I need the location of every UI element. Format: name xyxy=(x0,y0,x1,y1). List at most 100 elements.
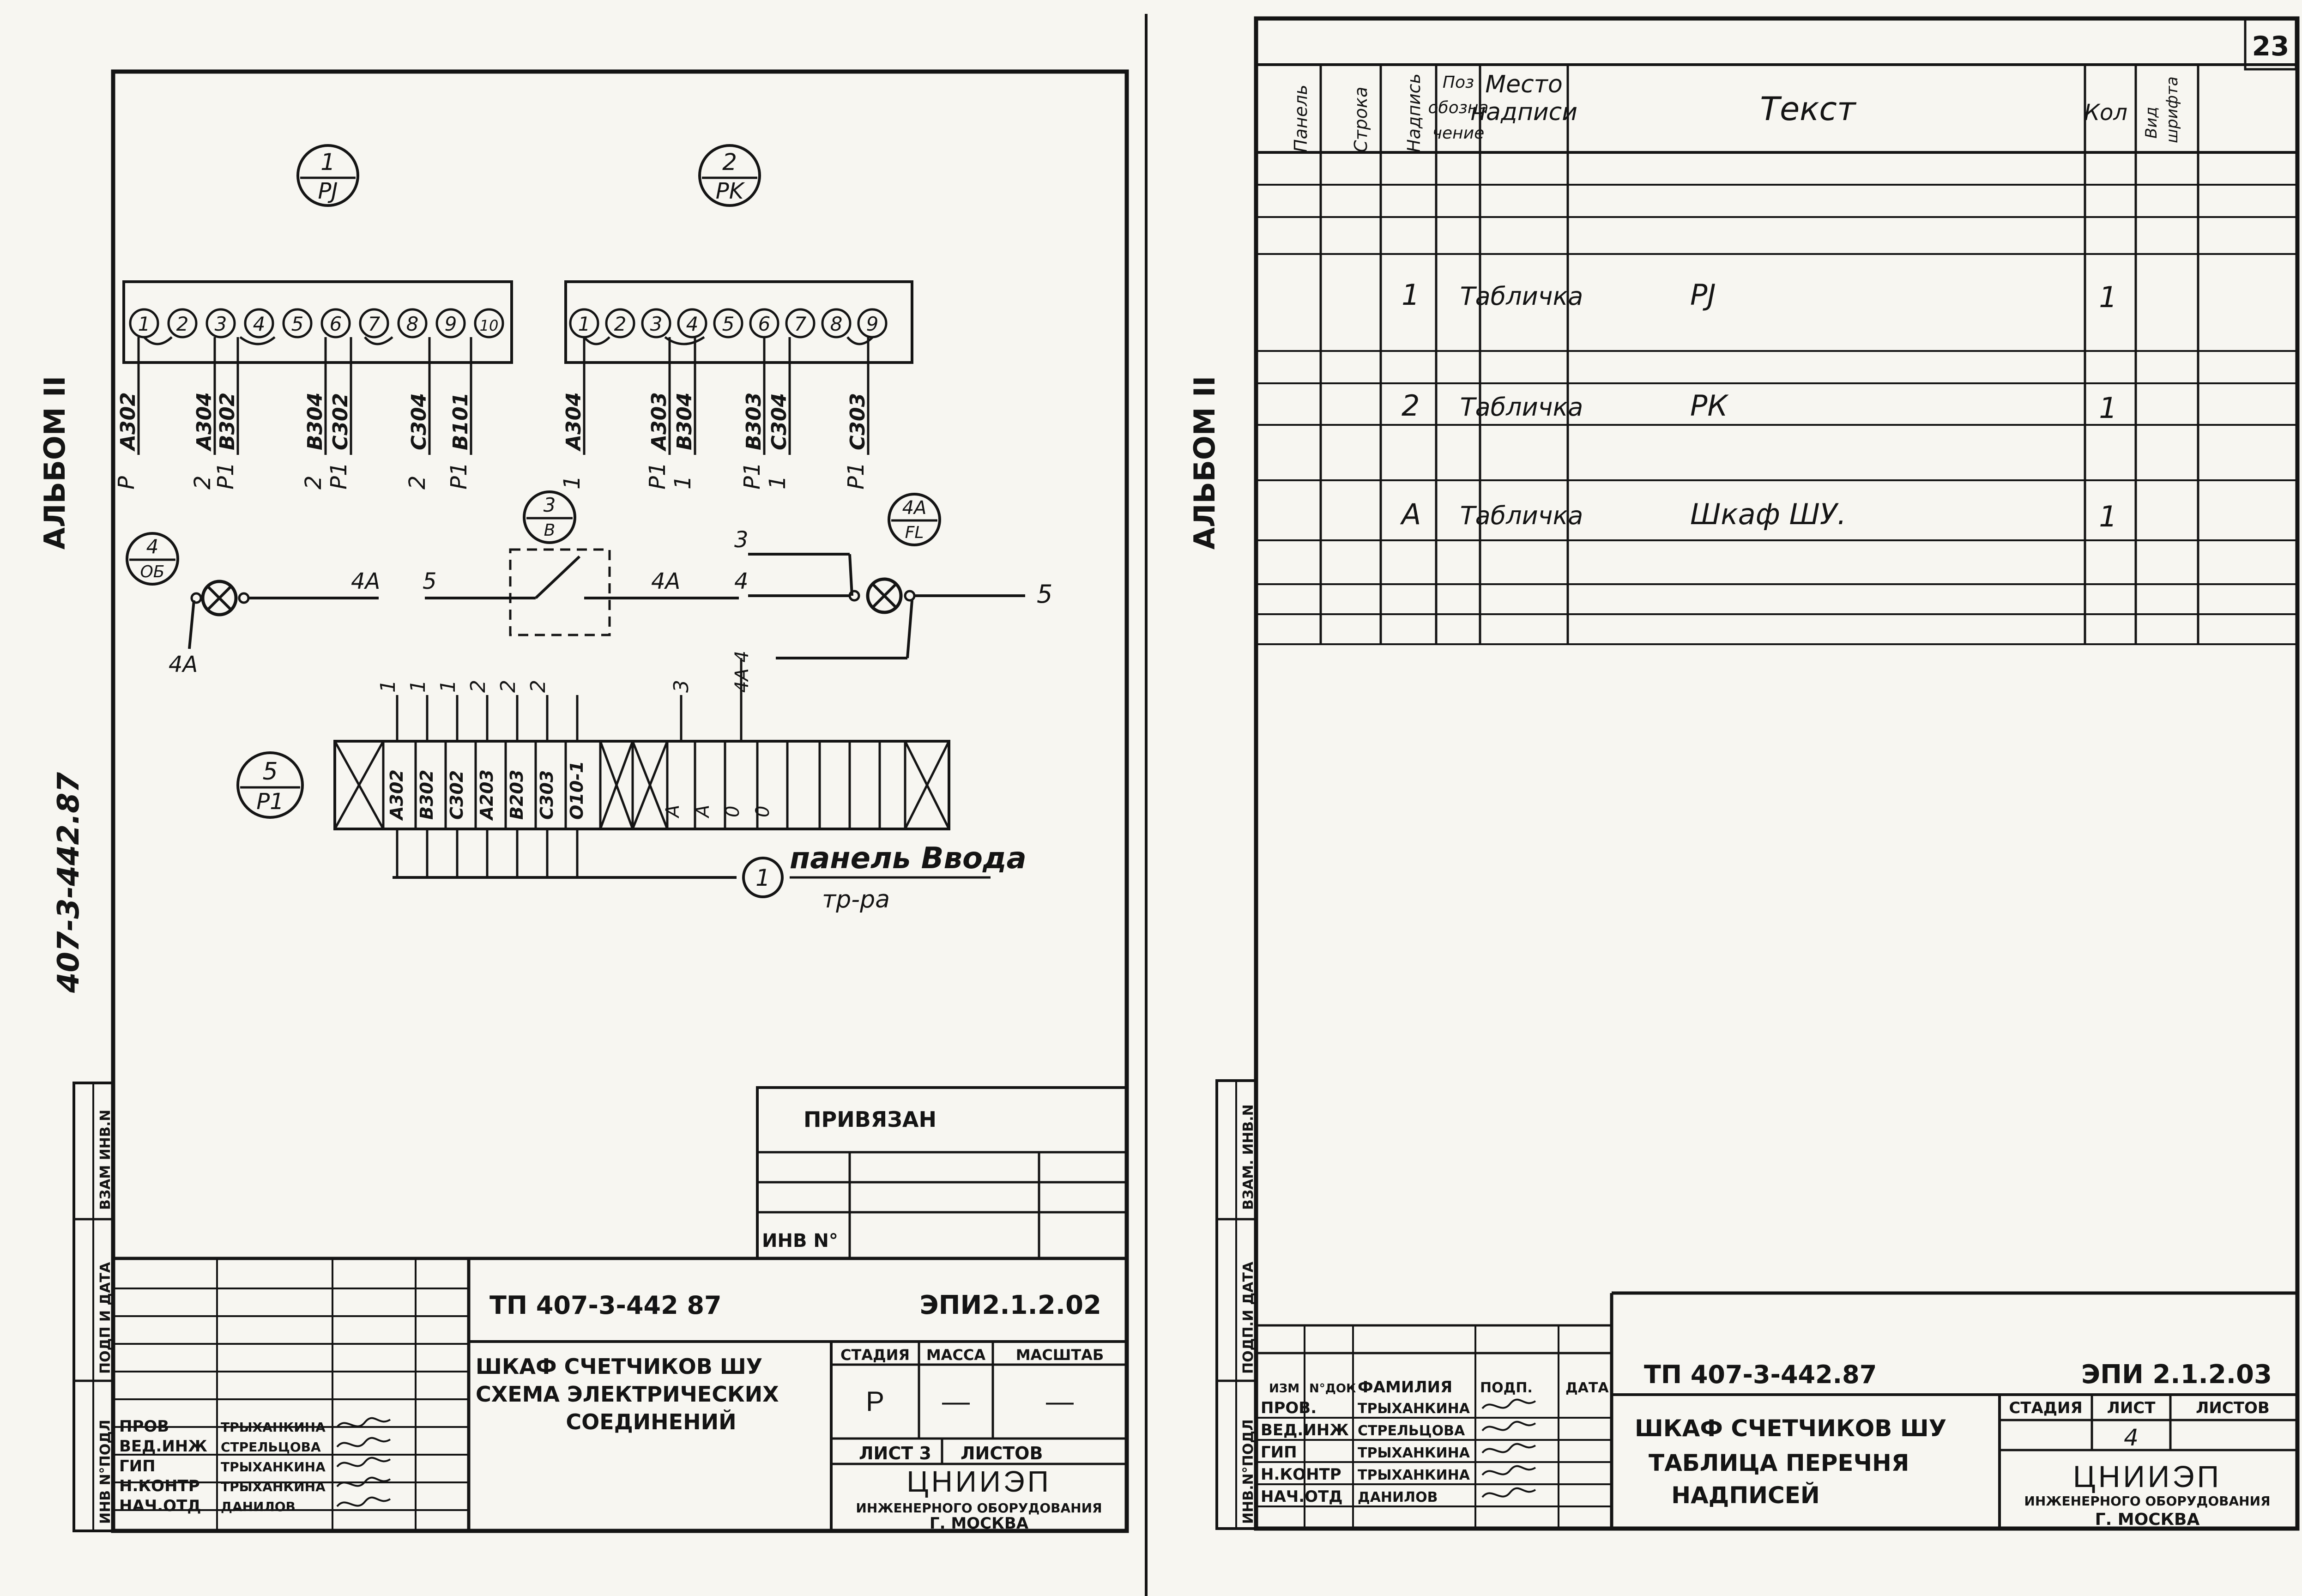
svg-text:—: — xyxy=(1046,1386,1074,1417)
block-a-wire-end: Р1 xyxy=(446,462,472,490)
signer-name: ТРЫХАНКИНА xyxy=(1358,1445,1470,1461)
svg-text:1: 1 xyxy=(2099,280,2117,314)
left-side-stamp: ВЗАМ ИНВ.N ПОДП И ДАТА ИНВ N°ПОДЛ xyxy=(73,1082,115,1532)
block-a-wire-end: Р xyxy=(114,476,139,490)
block-a-wire-label: С302 xyxy=(329,393,352,450)
block-a-terminal-num: 7 xyxy=(368,313,381,335)
strip-right-label: 0 xyxy=(722,806,743,817)
block-b-terminal xyxy=(821,308,852,339)
col-header-qty: Кол xyxy=(2084,100,2127,126)
block-b-wire-label: С304 xyxy=(767,393,791,450)
col-header-row: Строка xyxy=(1351,87,1371,152)
block-b-terminal-num: 5 xyxy=(722,313,735,335)
block-b-terminal-num: 7 xyxy=(794,313,807,335)
marker-5-p1: 5 P1 xyxy=(236,751,304,819)
svg-text:ИЗМ: ИЗМ xyxy=(1269,1382,1299,1396)
strip-terminal-label: А203 xyxy=(477,769,497,821)
left-album-label: АЛЬБОМ II xyxy=(38,376,72,550)
svg-text:4А: 4А xyxy=(651,568,680,594)
svg-text:ЛИСТ 3: ЛИСТ 3 xyxy=(859,1443,931,1463)
signer-role: НАЧ.ОТД xyxy=(119,1497,201,1515)
block-b-terminal-num: 9 xyxy=(866,313,879,335)
svg-text:P1: P1 xyxy=(256,789,284,815)
strip-terminal-label: С302 xyxy=(447,770,467,820)
svg-text:1: 1 xyxy=(1402,278,1420,312)
right-title-line1: ШКАФ СЧЕТЧИКОВ ШУ xyxy=(1635,1415,1946,1442)
privyazan-block: ПРИВЯЗАН ИНВ N° xyxy=(756,1086,1128,1260)
svg-text:ОБ: ОБ xyxy=(140,562,164,581)
marker-4a-fl: 4А FL xyxy=(888,493,941,546)
terminal-wires: А302РА3042В302Р1В3042С302Р1С3042В101Р1А3… xyxy=(114,337,870,490)
svg-text:4: 4 xyxy=(2124,1424,2139,1451)
strip-terminal-label: А302 xyxy=(387,769,407,821)
svg-text:2: 2 xyxy=(1402,389,1420,423)
signature xyxy=(336,1476,391,1487)
strip-terminal-label: О10-1 xyxy=(567,761,587,820)
svg-text:5: 5 xyxy=(262,758,278,786)
block-a-terminal xyxy=(205,308,236,339)
svg-text:ПОДП.И ДАТА: ПОДП.И ДАТА xyxy=(1240,1261,1257,1374)
svg-text:ИНВ N°: ИНВ N° xyxy=(762,1230,838,1251)
signer-name: ТРЫХАНКИНА xyxy=(221,1479,326,1494)
signature xyxy=(336,1417,391,1428)
left-doc-number: ЭПИ2.1.2.02 xyxy=(920,1290,1101,1320)
block-b-terminal xyxy=(677,308,707,339)
signature xyxy=(336,1496,391,1507)
panel-vvoda-link: 1 панель Ввода тр-ра xyxy=(393,841,1027,913)
svg-text:надписи: надписи xyxy=(1470,98,1577,126)
svg-text:ЦНИИЭП: ЦНИИЭП xyxy=(906,1465,1051,1498)
signer-name: ТРЫХАНКИНА xyxy=(1358,1401,1470,1417)
strip-top-num: 2 xyxy=(466,680,490,693)
svg-text:ДАТА: ДАТА xyxy=(1565,1380,1609,1396)
svg-text:—: — xyxy=(942,1386,970,1417)
svg-text:ПОДП И ДАТА: ПОДП И ДАТА xyxy=(97,1262,114,1374)
marker-3-b: 3 В xyxy=(523,490,576,544)
signature xyxy=(1481,1487,1536,1498)
block-a-wire-label: В302 xyxy=(216,393,239,450)
strip-top-num: 1 xyxy=(376,680,400,693)
strip-top-num: 2 xyxy=(496,680,520,693)
block-a-terminal xyxy=(244,308,274,339)
block-a-wire-label: В101 xyxy=(449,393,472,450)
block-a-wire-end: 2 xyxy=(190,475,216,490)
svg-text:ЛИСТОВ: ЛИСТОВ xyxy=(2196,1399,2270,1417)
switch-3b: 5 4А xyxy=(423,548,739,636)
block-a-terminal-num: 2 xyxy=(176,313,189,335)
block-b-wire-end: Р1 xyxy=(739,462,765,490)
block-b-terminal-num: 6 xyxy=(758,313,771,335)
svg-text:4: 4 xyxy=(734,568,749,594)
signer-role: ПРОВ. xyxy=(1261,1399,1317,1417)
block-b-terminal-num: 1 xyxy=(578,313,591,335)
svg-text:обозна: обозна xyxy=(1428,98,1489,117)
block-b-wire-label: С303 xyxy=(846,393,870,450)
signer-name: ТРЫХАНКИНА xyxy=(221,1420,326,1435)
signer-role: ВЕД.ИНЖ xyxy=(1261,1421,1349,1439)
left-title-line3: СОЕДИНЕНИЙ xyxy=(566,1409,736,1434)
svg-text:ВЗАМ. ИНВ.N: ВЗАМ. ИНВ.N xyxy=(1240,1104,1257,1210)
block-a-terminal xyxy=(282,308,313,339)
block-b-terminal-num: 2 xyxy=(614,313,627,335)
svg-text:1: 1 xyxy=(755,864,770,891)
col-header-text: Текст xyxy=(1760,90,1857,128)
svg-text:ЦНИИЭП: ЦНИИЭП xyxy=(2073,1459,2222,1493)
lamp-left: 4А 4А xyxy=(169,568,380,677)
signer-name: ДАНИЛОВ xyxy=(1358,1489,1438,1505)
inscriptions-table: Панель Строка Надпись Поз обозна чение М… xyxy=(1255,63,2299,645)
block-a-wire-end: 2 xyxy=(301,475,326,490)
svg-text:ЛИСТОВ: ЛИСТОВ xyxy=(961,1443,1043,1463)
block-a-terminal xyxy=(320,308,351,339)
block-a-terminal xyxy=(474,308,504,339)
block-a-terminal-num: 6 xyxy=(330,313,342,335)
signer-name: ТРЫХАНКИНА xyxy=(1358,1467,1470,1483)
svg-text:4А: 4А xyxy=(902,497,927,519)
strip-right-label: А xyxy=(662,805,683,819)
table-row: 1 Табличка РЈ 1 xyxy=(1402,278,2117,314)
col-header-pos: Поз xyxy=(1443,73,1474,92)
strip-terminal-label: В302 xyxy=(417,770,437,820)
svg-text:PK: PK xyxy=(716,178,745,204)
right-doc-code: ТП 407-3-442.87 xyxy=(1644,1360,1877,1389)
signer-role: Н.КОНТР xyxy=(119,1477,200,1495)
page-number-box: 23 xyxy=(2244,17,2297,71)
svg-text:Табличка: Табличка xyxy=(1460,393,1583,422)
